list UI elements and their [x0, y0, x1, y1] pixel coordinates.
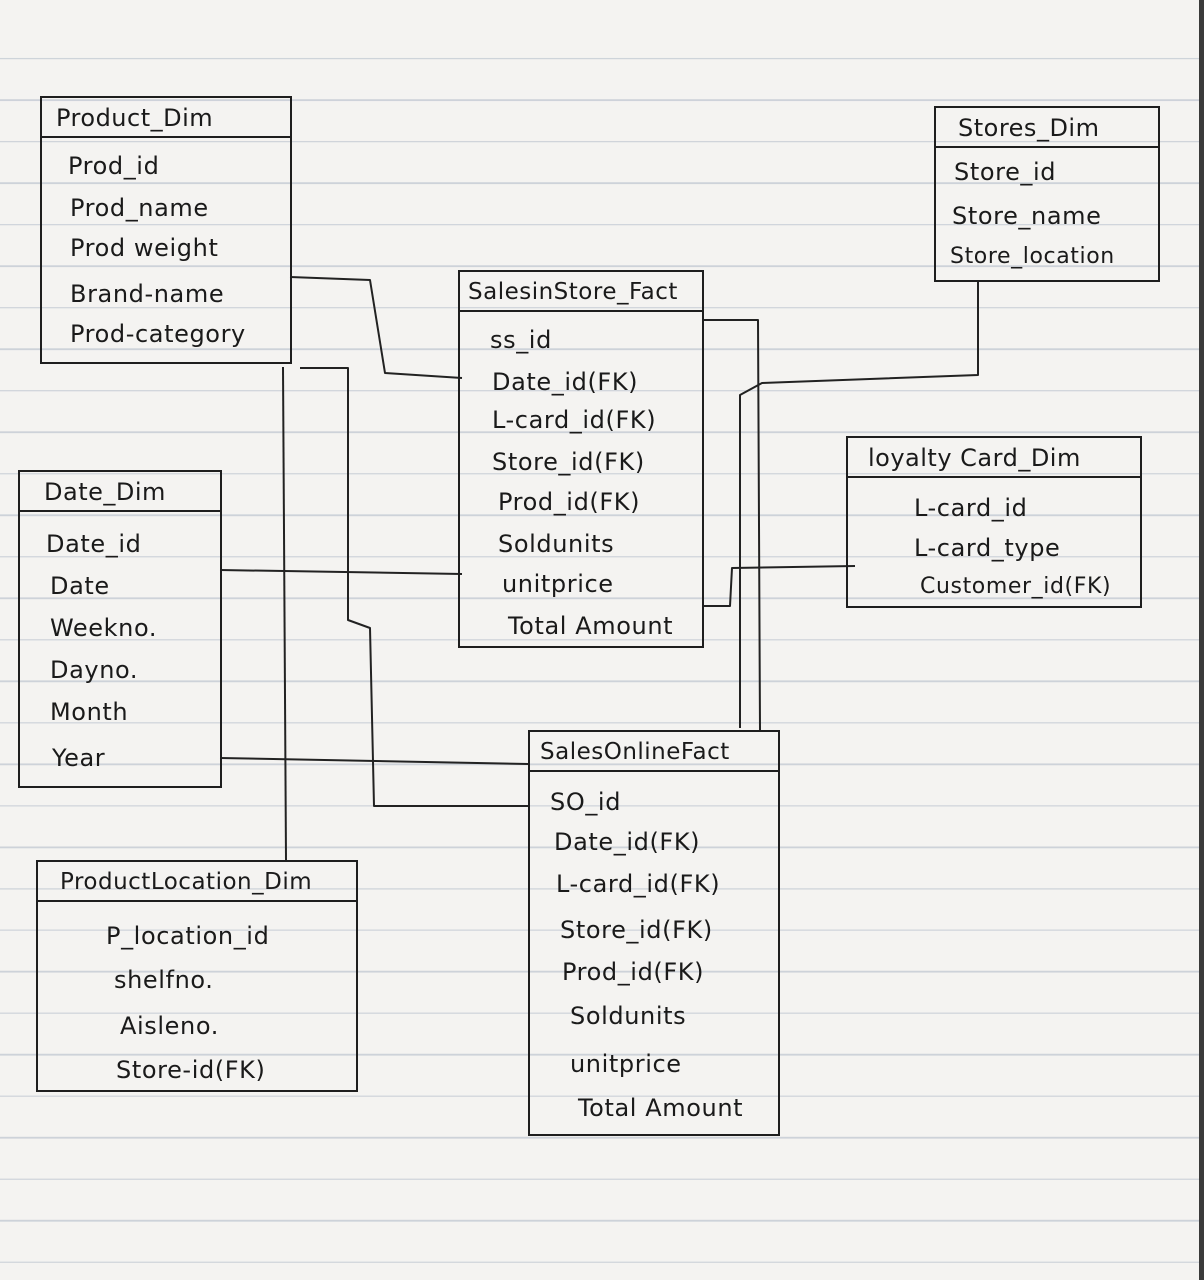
entity-title: Date_Dim: [20, 472, 220, 512]
entity-product-dim: Product_Dim Prod_id Prod_name Prod weigh…: [40, 96, 292, 364]
attribute-date-id-fk: Date_id(FK): [554, 828, 701, 856]
attribute-date-id-fk: Date_id(FK): [492, 368, 639, 396]
attribute-unitprice: unitprice: [570, 1050, 682, 1078]
attribute-month: Month: [50, 698, 129, 726]
attribute-store-name: Store_name: [952, 202, 1102, 230]
attribute-date-id: Date_id: [46, 530, 142, 558]
edge-product-to-salesinstore: [289, 276, 463, 379]
attribute-store-id: Store_id: [954, 158, 1057, 186]
entity-title: Stores_Dim: [936, 108, 1158, 148]
attribute-prod-id-fk: Prod_id(FK): [498, 488, 641, 516]
attribute-ss-id: ss_id: [490, 326, 552, 354]
entity-title: loyalty Card_Dim: [848, 438, 1140, 478]
entity-loyalty-card-dim: loyalty Card_Dim L-card_id L-card_type C…: [846, 436, 1142, 608]
attribute-shelfno: shelfno.: [114, 966, 214, 994]
entity-stores-dim: Stores_Dim Store_id Store_name Store_loc…: [934, 106, 1160, 282]
entity-title: ProductLocation_Dim: [38, 862, 356, 902]
entity-title: SalesOnlineFact: [530, 732, 778, 772]
entity-date-dim: Date_Dim Date_id Date Weekno. Dayno. Mon…: [18, 470, 222, 788]
attribute-p-location-id: P_location_id: [106, 922, 270, 950]
edge-stores-to-salesinstore: [739, 282, 979, 728]
entity-salesonline-fact: SalesOnlineFact SO_id Date_id(FK) L-card…: [528, 730, 780, 1136]
attribute-l-card-id-fk: L-card_id(FK): [556, 870, 721, 898]
attribute-so-id: SO_id: [550, 788, 622, 816]
attribute-prod-category: Prod-category: [70, 320, 246, 348]
attribute-weekno: Weekno.: [50, 614, 158, 642]
edge-stores-to-salesonline: [703, 319, 761, 731]
attribute-dayno: Dayno.: [50, 656, 139, 684]
attribute-customer-id-fk: Customer_id(FK): [920, 574, 1112, 599]
edge-date-to-salesinstore: [219, 569, 463, 575]
entity-salesinstore-fact: SalesinStore_Fact ss_id Date_id(FK) L-ca…: [458, 270, 704, 648]
entity-title: Product_Dim: [42, 98, 290, 138]
attribute-prod-id: Prod_id: [68, 152, 160, 180]
attribute-store-location: Store_location: [950, 244, 1115, 269]
attribute-date: Date: [50, 572, 110, 600]
attribute-store-id-fk: Store_id(FK): [560, 916, 713, 944]
edge-product-to-productlocation: [282, 366, 287, 861]
edge-loyalty-to-salesinstore: [704, 565, 856, 607]
attribute-store-id-fk: Store-id(FK): [116, 1056, 266, 1084]
attribute-l-card-id-fk: L-card_id(FK): [492, 406, 657, 434]
entity-productlocation-dim: ProductLocation_Dim P_location_id shelfn…: [36, 860, 358, 1092]
attribute-soldunits: Soldunits: [498, 530, 615, 558]
attribute-prod-weight: Prod weight: [70, 234, 219, 262]
attribute-unitprice: unitprice: [502, 570, 614, 598]
attribute-year: Year: [52, 744, 106, 772]
entity-title: SalesinStore_Fact: [460, 272, 702, 312]
edge-date-to-salesonline: [219, 757, 529, 765]
attribute-total-amount: Total Amount: [508, 612, 674, 640]
notebook-edge: [1199, 0, 1204, 1280]
attribute-l-card-id: L-card_id: [914, 494, 1028, 522]
attribute-total-amount: Total Amount: [578, 1094, 744, 1122]
edge-product-to-salesonline: [300, 367, 528, 807]
attribute-store-id-fk: Store_id(FK): [492, 448, 645, 476]
attribute-aisleno: Aisleno.: [120, 1012, 219, 1040]
attribute-l-card-type: L-card_type: [914, 534, 1061, 562]
attribute-soldunits: Soldunits: [570, 1002, 687, 1030]
attribute-prod-id-fk: Prod_id(FK): [562, 958, 705, 986]
attribute-brand-name: Brand-name: [70, 280, 225, 308]
attribute-prod-name: Prod_name: [70, 194, 209, 222]
